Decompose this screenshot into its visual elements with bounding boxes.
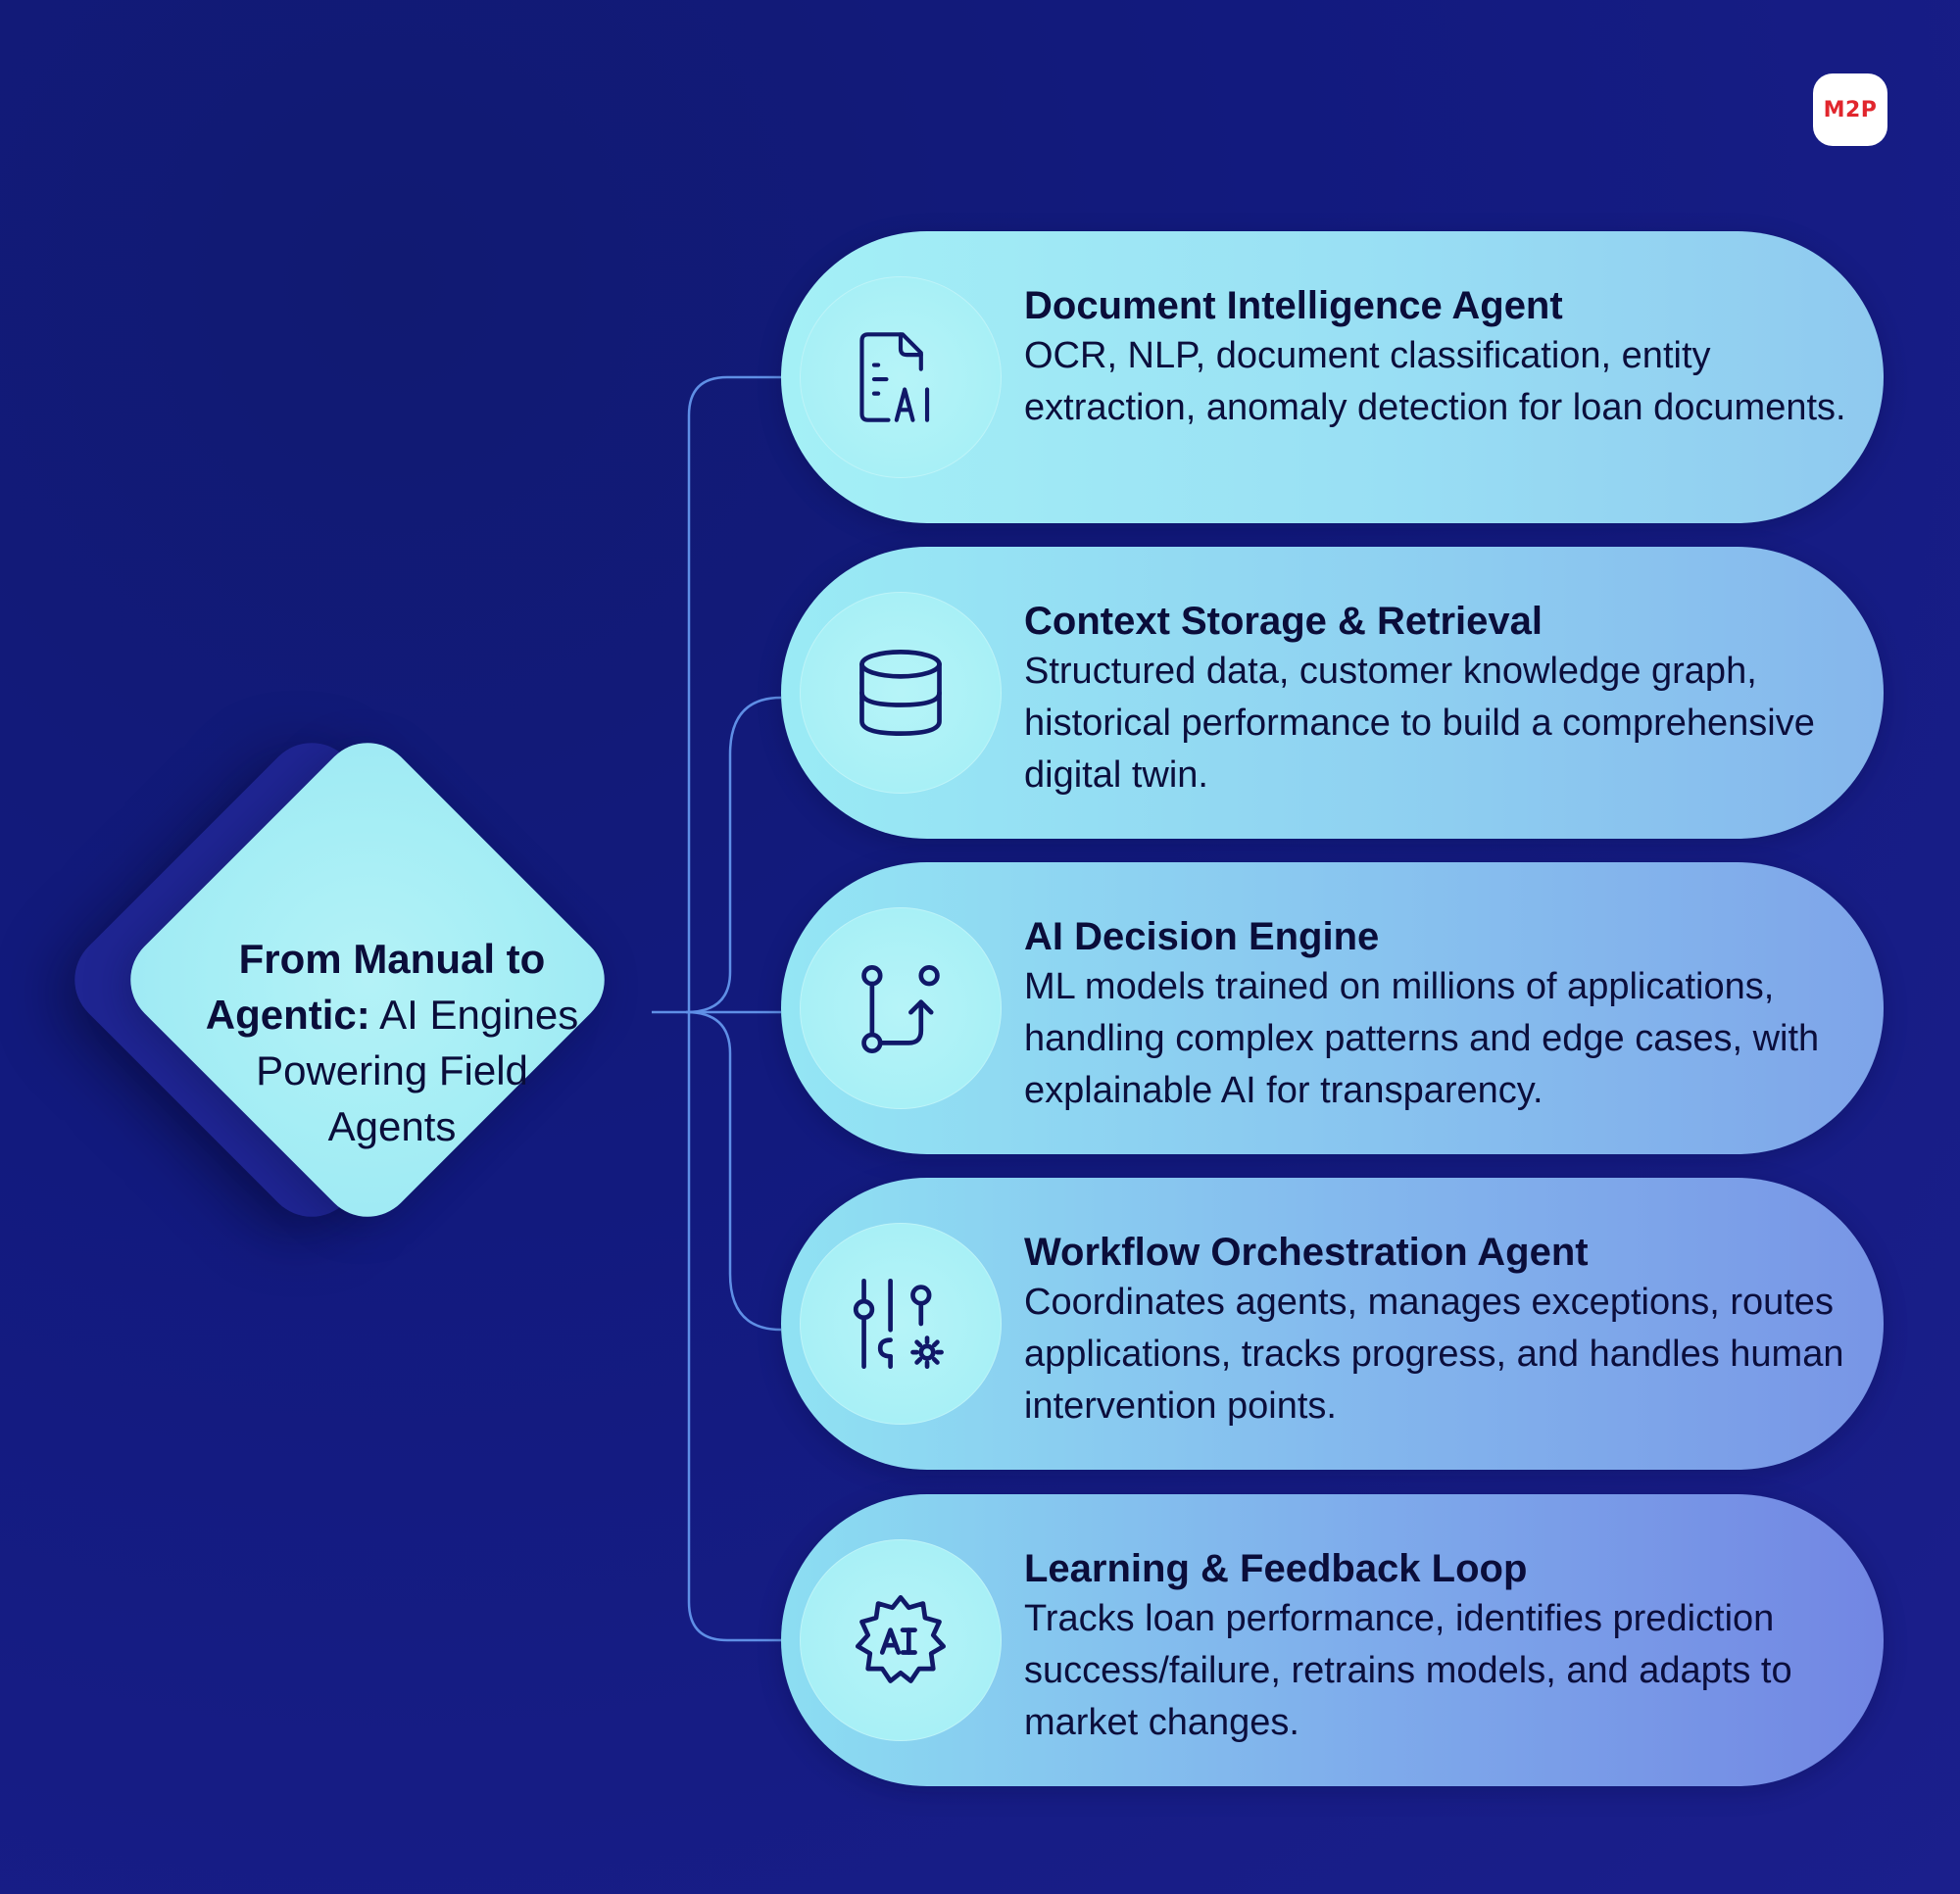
card-document-intelligence: Document Intelligence Agent OCR, NLP, do… [781, 231, 1884, 523]
workflow-sliders-gear-icon [800, 1223, 1002, 1425]
card-title: Workflow Orchestration Agent [1024, 1231, 1589, 1274]
card-description: Tracks loan performance, identifies pred… [1024, 1598, 1792, 1743]
hub-title-line-3: Powering Field [256, 1047, 528, 1093]
connector-card-4 [685, 1010, 782, 1332]
document-ai-icon [800, 276, 1002, 478]
card-description: Coordinates agents, manages exceptions, … [1024, 1282, 1844, 1427]
decision-flow-icon [800, 907, 1002, 1109]
m2p-logo: M2P [1813, 73, 1887, 146]
card-workflow-orchestration: Workflow Orchestration Agent Coordinates… [781, 1178, 1884, 1470]
card-title: Context Storage & Retrieval [1024, 600, 1544, 643]
hub-title: From Manual to Agentic: AI Engines Power… [176, 931, 608, 1154]
hub-title-rest-2: AI Engines [369, 992, 579, 1038]
database-icon [800, 592, 1002, 794]
card-ai-decision-engine: AI Decision Engine ML models trained on … [781, 862, 1884, 1154]
card-description: ML models trained on millions of applica… [1024, 966, 1820, 1111]
card-context-storage: Context Storage & Retrieval Structured d… [781, 547, 1884, 839]
hub-title-bold-1: From Manual to [238, 936, 546, 982]
card-title: Document Intelligence Agent [1024, 284, 1563, 327]
card-description: Structured data, customer knowledge grap… [1024, 651, 1815, 796]
card-description: OCR, NLP, document classification, entit… [1024, 335, 1846, 428]
ai-gear-icon [800, 1539, 1002, 1741]
card-title: AI Decision Engine [1024, 915, 1380, 958]
connector-card-1 [687, 375, 781, 1642]
logo-text: M2P [1823, 97, 1878, 122]
hub-title-line-4: Agents [327, 1103, 457, 1149]
hub-title-bold-2: Agentic: [205, 992, 370, 1038]
connector-card-2 [685, 696, 782, 1014]
card-title: Learning & Feedback Loop [1024, 1547, 1528, 1590]
card-learning-feedback: Learning & Feedback Loop Tracks loan per… [781, 1494, 1884, 1786]
